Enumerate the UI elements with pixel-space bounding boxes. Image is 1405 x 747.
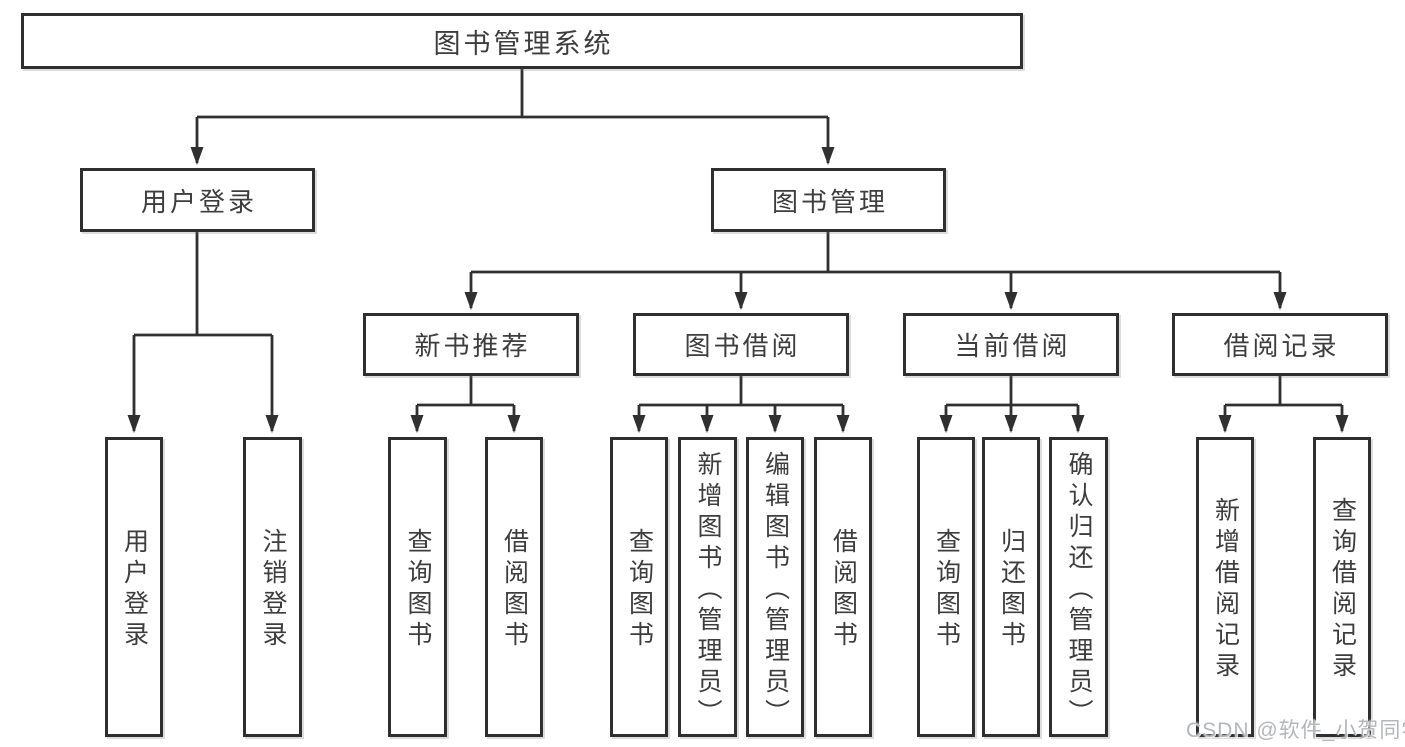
- node-borrow-records: 借阅记录: [1172, 313, 1388, 376]
- leaf-return-books-label: 归还图书: [997, 528, 1026, 652]
- leaf-confirm-return-admin: 确认归还（管理员）: [1049, 437, 1108, 737]
- leaf-return-books: 归还图书: [982, 437, 1040, 737]
- leaf-query-books-recommend: 查询图书: [388, 437, 447, 737]
- node-user-login: 用户登录: [80, 168, 315, 232]
- leaf-logout: 注销登录: [243, 437, 302, 737]
- csdn-watermark: CSDN @软件_小贺同学: [1186, 719, 1405, 742]
- leaf-query-borrow-record: 查询借阅记录: [1313, 437, 1371, 737]
- leaf-edit-books-admin: 编辑图书（管理员）: [746, 437, 804, 737]
- node-user-login-label: 用户登录: [140, 186, 257, 217]
- leaf-user-login: 用户登录: [105, 437, 163, 737]
- leaf-logout-label: 注销登录: [259, 528, 287, 652]
- leaf-borrow-books-recommend: 借阅图书: [485, 437, 543, 737]
- leaf-add-borrow-record: 新增借阅记录: [1196, 437, 1254, 737]
- leaf-borrow-books-label: 借阅图书: [829, 528, 858, 652]
- leaf-query-books-borrowing-label: 查询图书: [625, 528, 654, 652]
- node-new-book-recommend-label: 新书推荐: [414, 331, 531, 361]
- leaf-add-books-admin: 新增图书（管理员）: [678, 437, 737, 737]
- leaf-add-borrow-record-label: 新增借阅记录: [1211, 497, 1240, 683]
- node-new-book-recommend: 新书推荐: [363, 313, 579, 376]
- node-root-system-label: 图书管理系统: [433, 28, 614, 59]
- node-book-borrowing: 图书借阅: [633, 313, 849, 376]
- leaf-borrow-books: 借阅图书: [814, 437, 872, 737]
- leaf-add-books-admin-label: 新增图书（管理员）: [694, 450, 722, 730]
- leaf-user-login-label: 用户登录: [120, 528, 149, 652]
- node-borrow-records-label: 借阅记录: [1223, 331, 1340, 361]
- node-root-system: 图书管理系统: [21, 13, 1023, 69]
- node-current-borrowing: 当前借阅: [903, 313, 1119, 376]
- leaf-query-borrow-record-label: 查询借阅记录: [1328, 497, 1357, 683]
- node-book-management: 图书管理: [711, 168, 946, 232]
- leaf-query-books-current-label: 查询图书: [932, 528, 961, 652]
- leaf-confirm-return-admin-label: 确认归还（管理员）: [1065, 450, 1093, 730]
- leaf-borrow-books-recommend-label: 借阅图书: [500, 528, 529, 652]
- node-current-borrowing-label: 当前借阅: [954, 331, 1071, 361]
- leaf-edit-books-admin-label: 编辑图书（管理员）: [761, 450, 790, 730]
- leaf-query-books-recommend-label: 查询图书: [404, 528, 432, 652]
- node-book-management-label: 图书管理: [771, 186, 888, 217]
- leaf-query-books-borrowing: 查询图书: [610, 437, 668, 737]
- node-book-borrowing-label: 图书借阅: [684, 331, 801, 361]
- leaf-query-books-current: 查询图书: [917, 437, 975, 737]
